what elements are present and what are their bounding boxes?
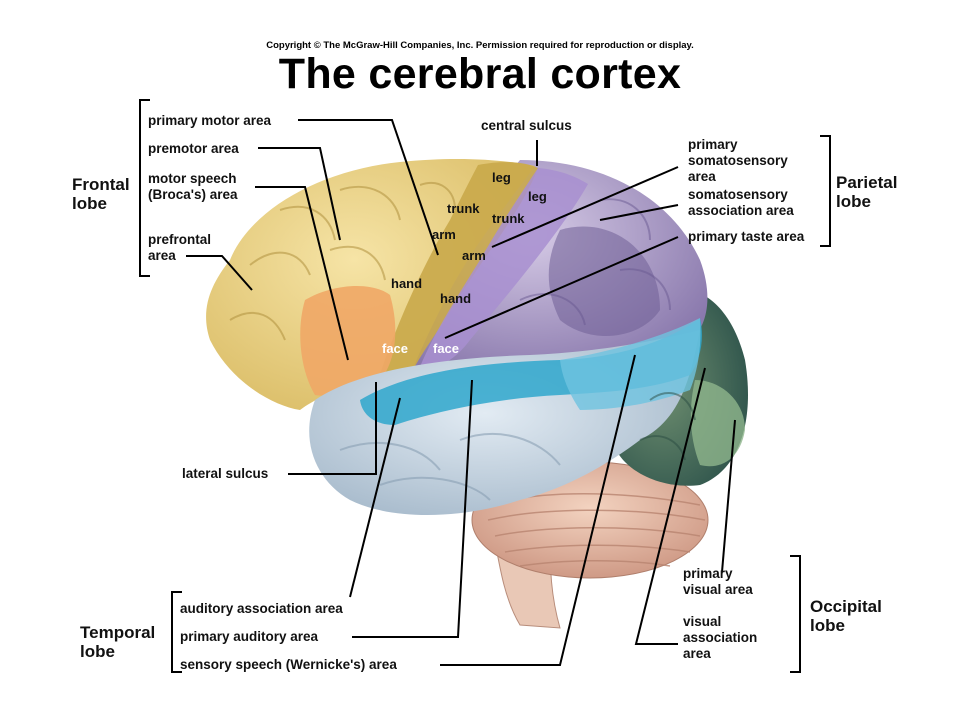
label-primary-somatosensory-line1: primary <box>688 137 738 152</box>
frontal-bracket <box>139 99 150 277</box>
label-central-sulcus: central sulcus <box>481 118 572 133</box>
leader-wernicke <box>440 354 636 666</box>
label-auditory-association: auditory association area <box>180 601 343 616</box>
somatosensory-strip <box>418 168 588 372</box>
label-somatosensory-association-line1: somatosensory <box>688 187 788 202</box>
label-primary-somatosensory-line2: somatosensory <box>688 153 788 168</box>
label-primary-taste-area: primary taste area <box>688 229 805 244</box>
leader-primary-somatosensory <box>491 166 679 248</box>
occipital-lobe-word: Occipital <box>810 597 882 616</box>
leader-primary-visual <box>721 419 736 573</box>
label-visual-association-line2: association <box>683 630 758 645</box>
label-motor-speech-line2: (Broca's) area <box>148 187 238 202</box>
frontal-lobe-word: Frontal <box>72 175 130 194</box>
label-somatosensory-association: somatosensory association area <box>688 187 794 219</box>
motor-trunk-label: trunk <box>447 201 480 216</box>
primary-auditory-region <box>360 318 702 425</box>
label-primary-visual-line2: visual area <box>683 582 753 597</box>
label-primary-visual: primary visual area <box>683 566 753 598</box>
sensory-leg-label: leg <box>528 189 547 204</box>
occipital-lobe-suffix: lobe <box>810 616 845 635</box>
label-motor-speech: motor speech (Broca's) area <box>148 171 238 203</box>
label-prefrontal-line2: area <box>148 248 176 263</box>
label-somatosensory-association-line2: association area <box>688 203 794 218</box>
label-sensory-speech: sensory speech (Wernicke's) area <box>180 657 397 672</box>
parietal-lobe-suffix: lobe <box>836 192 871 211</box>
label-prefrontal-line1: prefrontal <box>148 232 212 247</box>
label-primary-somatosensory: primary somatosensory area <box>688 137 788 185</box>
leader-broca <box>255 186 349 361</box>
leader-primary-taste <box>444 236 679 339</box>
page-title: The cerebral cortex <box>278 50 682 98</box>
label-primary-motor-area: primary motor area <box>148 113 272 128</box>
sensory-face-label: face <box>433 341 460 356</box>
label-lateral-sulcus: lateral sulcus <box>182 466 269 481</box>
motor-arm-label: arm <box>432 227 456 242</box>
frontal-lobe-suffix: lobe <box>72 194 107 213</box>
sensory-trunk-label: trunk <box>492 211 525 226</box>
label-primary-somatosensory-line3: area <box>688 169 716 184</box>
occipital-lobe-label: Occipital lobe <box>810 597 882 635</box>
leader-lateral-sulcus <box>288 382 377 475</box>
sensory-arm-label: arm <box>462 248 486 263</box>
label-prefrontal-area: prefrontal area <box>148 232 211 264</box>
leader-prefrontal <box>186 255 253 291</box>
parietal-bracket <box>820 135 831 247</box>
motor-face-label: face <box>382 341 409 356</box>
leader-primary-auditory <box>352 379 473 638</box>
motor-hand-label: hand <box>391 276 423 291</box>
broca-area-region <box>300 285 396 396</box>
leader-visual-association <box>634 367 706 645</box>
leader-auditory-association <box>349 397 401 598</box>
label-visual-association: visual association area <box>683 614 757 662</box>
occipital-bracket <box>790 555 801 673</box>
label-visual-association-line1: visual <box>683 614 722 629</box>
label-premotor-area: premotor area <box>148 141 239 156</box>
sensory-hand-label: hand <box>440 291 472 306</box>
label-visual-association-line3: area <box>683 646 711 661</box>
leader-premotor <box>258 147 341 241</box>
temporal-lobe-suffix: lobe <box>80 642 115 661</box>
motor-leg-label: leg <box>492 170 511 185</box>
frontal-lobe-label: Frontal lobe <box>72 175 130 213</box>
copyright-notice: Copyright © The McGraw-Hill Companies, I… <box>266 40 694 51</box>
label-motor-speech-line1: motor speech <box>148 171 237 186</box>
temporal-lobe-label: Temporal lobe <box>80 623 155 661</box>
leader-primary-motor <box>298 119 439 256</box>
label-primary-auditory: primary auditory area <box>180 629 319 644</box>
primary-motor-strip <box>380 162 538 374</box>
leader-somatosensory-association <box>599 204 679 221</box>
temporal-bracket <box>171 591 182 673</box>
temporal-lobe-word: Temporal <box>80 623 156 642</box>
parietal-lobe-word: Parietal <box>836 173 898 192</box>
parietal-lobe-label: Parietal lobe <box>836 173 897 211</box>
label-primary-visual-line1: primary <box>683 566 733 581</box>
